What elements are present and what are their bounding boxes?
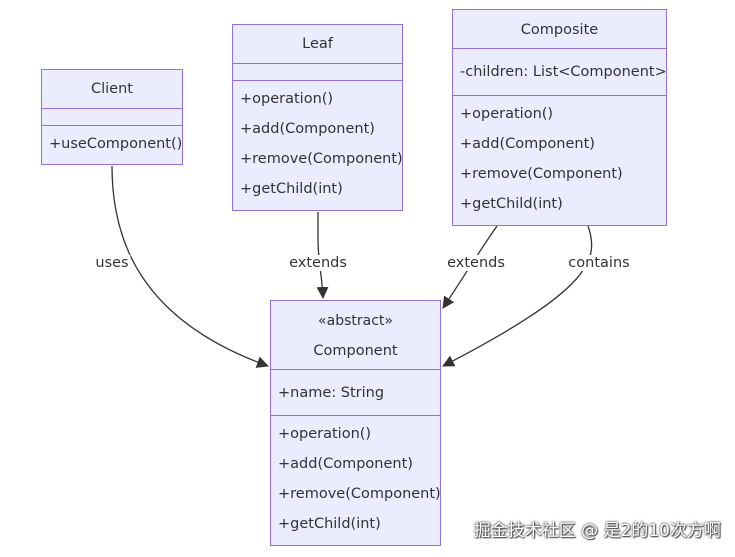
attributes-section	[42, 108, 182, 126]
attribute: +name: String	[278, 385, 385, 401]
edge-composite-contains-component	[442, 225, 593, 367]
method: +remove(Component)	[278, 486, 441, 502]
class-name: Composite	[520, 22, 599, 38]
attributes-section: -children: List<Component>	[453, 48, 667, 96]
methods-section: +useComponent()	[42, 125, 182, 166]
class-name: Client	[91, 81, 133, 97]
edge-label-contains: contains	[566, 255, 632, 271]
method: +getChild(int)	[240, 181, 343, 197]
method: +operation()	[460, 106, 554, 122]
class-composite: Composite -children: List<Component> +op…	[452, 9, 667, 226]
edge-client-uses-component	[111, 165, 269, 368]
class-name: Component	[313, 343, 398, 359]
method: +add(Component)	[240, 121, 375, 137]
edge-label-uses: uses	[93, 255, 131, 271]
method: +add(Component)	[278, 456, 413, 472]
class-name: Leaf	[302, 36, 333, 52]
method: +getChild(int)	[460, 196, 563, 212]
method: +getChild(int)	[278, 516, 381, 532]
methods-section: +operation() +add(Component) +remove(Com…	[233, 80, 403, 212]
class-client: Client +useComponent()	[41, 69, 183, 165]
method: +add(Component)	[460, 136, 595, 152]
edge-label-extends-leaf: extends	[287, 255, 349, 271]
method: +remove(Component)	[240, 151, 403, 167]
class-component: «abstract» Component +name: String +oper…	[270, 300, 441, 546]
method: +remove(Component)	[460, 166, 623, 182]
method: +operation()	[240, 91, 334, 107]
class-leaf: Leaf +operation() +add(Component) +remov…	[232, 24, 403, 211]
method: +useComponent()	[49, 136, 183, 152]
attributes-section: +name: String	[271, 369, 440, 416]
methods-section: +operation() +add(Component) +remove(Com…	[271, 415, 441, 547]
stereotype-label: «abstract»	[318, 313, 393, 329]
attributes-section	[233, 63, 402, 81]
watermark: 掘金技术社区 @ 是2的10次方啊	[473, 521, 721, 541]
methods-section: +operation() +add(Component) +remove(Com…	[453, 95, 666, 227]
attribute: -children: List<Component>	[460, 64, 667, 80]
edge-label-extends-composite: extends	[445, 255, 507, 271]
method: +operation()	[278, 426, 372, 442]
